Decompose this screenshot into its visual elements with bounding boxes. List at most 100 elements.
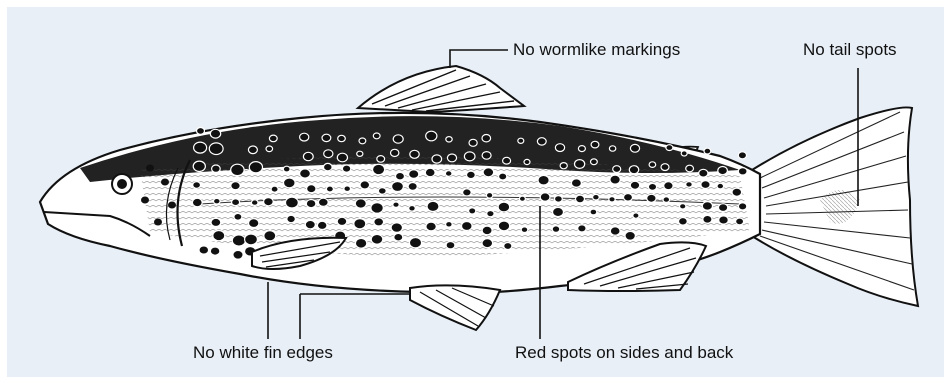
body-spot (426, 222, 436, 231)
body-spot (498, 202, 510, 212)
body-spot (300, 133, 309, 141)
body-spot (231, 164, 244, 175)
body-spot (609, 197, 615, 202)
body-spot (357, 151, 363, 156)
body-spot (610, 175, 620, 184)
body-spot (686, 165, 694, 172)
body-spot (518, 138, 524, 143)
body-spot (427, 201, 439, 211)
body-spot (432, 155, 442, 163)
body-spot (576, 195, 585, 203)
body-spot (373, 133, 380, 139)
body-spot (524, 159, 530, 164)
body-spot (193, 182, 201, 189)
body-spot (663, 197, 670, 203)
body-spot (482, 226, 492, 235)
body-spot (553, 207, 564, 216)
body-spot (396, 172, 405, 180)
body-spot (337, 153, 347, 162)
body-spot (245, 234, 258, 245)
body-spot (251, 200, 258, 206)
body-spot (666, 145, 673, 151)
body-spot (681, 151, 687, 156)
body-spot (686, 182, 693, 188)
body-spot (609, 146, 615, 151)
body-spot (360, 181, 370, 189)
body-spot (463, 189, 472, 196)
body-spot (483, 168, 494, 177)
body-spot (704, 148, 711, 154)
body-spot (649, 162, 656, 168)
body-spot (499, 173, 507, 180)
body-spot (591, 159, 598, 165)
body-spot (392, 182, 404, 192)
body-spot (408, 183, 417, 191)
body-spot (537, 138, 546, 145)
label-red-spots: Red spots on sides and back (515, 343, 733, 363)
body-spot (283, 166, 290, 172)
body-spot (624, 194, 633, 202)
head-spot (161, 179, 169, 186)
body-spot (482, 135, 491, 142)
body-spot (377, 156, 385, 163)
body-spot (318, 198, 328, 206)
body-spot (264, 231, 276, 241)
body-spot (555, 144, 564, 152)
body-spot (647, 194, 656, 202)
body-spot (719, 216, 729, 224)
body-spot (578, 146, 585, 152)
body-spot (571, 179, 581, 187)
body-spot (446, 222, 453, 228)
body-spot (409, 206, 416, 212)
body-spot (284, 178, 296, 188)
body-spot (342, 165, 350, 172)
body-spot (232, 199, 240, 206)
body-spot (409, 238, 421, 248)
head-spot (154, 219, 162, 226)
body-spot (661, 164, 669, 171)
body-spot (344, 186, 351, 192)
body-spot (629, 166, 638, 174)
body-spot (410, 150, 419, 158)
body-spot (409, 170, 419, 179)
body-spot (233, 250, 243, 259)
body-spot (736, 218, 744, 225)
body-spot (211, 218, 221, 226)
body-spot (540, 193, 550, 201)
head-spot (146, 165, 154, 172)
body-spot (447, 154, 456, 162)
body-spot (575, 160, 585, 169)
body-spot (326, 186, 333, 192)
body-spot (560, 163, 567, 169)
body-spot (519, 196, 525, 201)
body-spot (264, 198, 274, 206)
body-spot (231, 182, 240, 190)
body-spot (249, 162, 262, 173)
body-spot (355, 199, 366, 208)
body-spot (590, 209, 597, 215)
body-spot (212, 165, 221, 172)
body-spot (426, 131, 437, 141)
body-spot (701, 181, 710, 189)
body-spot (630, 144, 639, 152)
body-spot (487, 211, 494, 217)
body-spot (504, 243, 512, 250)
body-spot (591, 141, 599, 148)
body-spot (193, 161, 205, 171)
body-spot (738, 168, 747, 175)
body-spot (625, 231, 635, 240)
body-spot (467, 171, 476, 178)
body-spot (630, 181, 639, 189)
body-spot (393, 135, 403, 143)
body-spot (732, 188, 742, 196)
body-spot (322, 134, 331, 141)
body-spot (464, 152, 475, 161)
body-spot (717, 183, 724, 189)
body-spot (394, 233, 403, 241)
body-spot (317, 221, 327, 229)
body-spot (269, 135, 277, 142)
body-spot (305, 220, 315, 228)
body-spot (738, 152, 746, 159)
body-spot (374, 218, 384, 226)
body-spot (679, 218, 688, 226)
